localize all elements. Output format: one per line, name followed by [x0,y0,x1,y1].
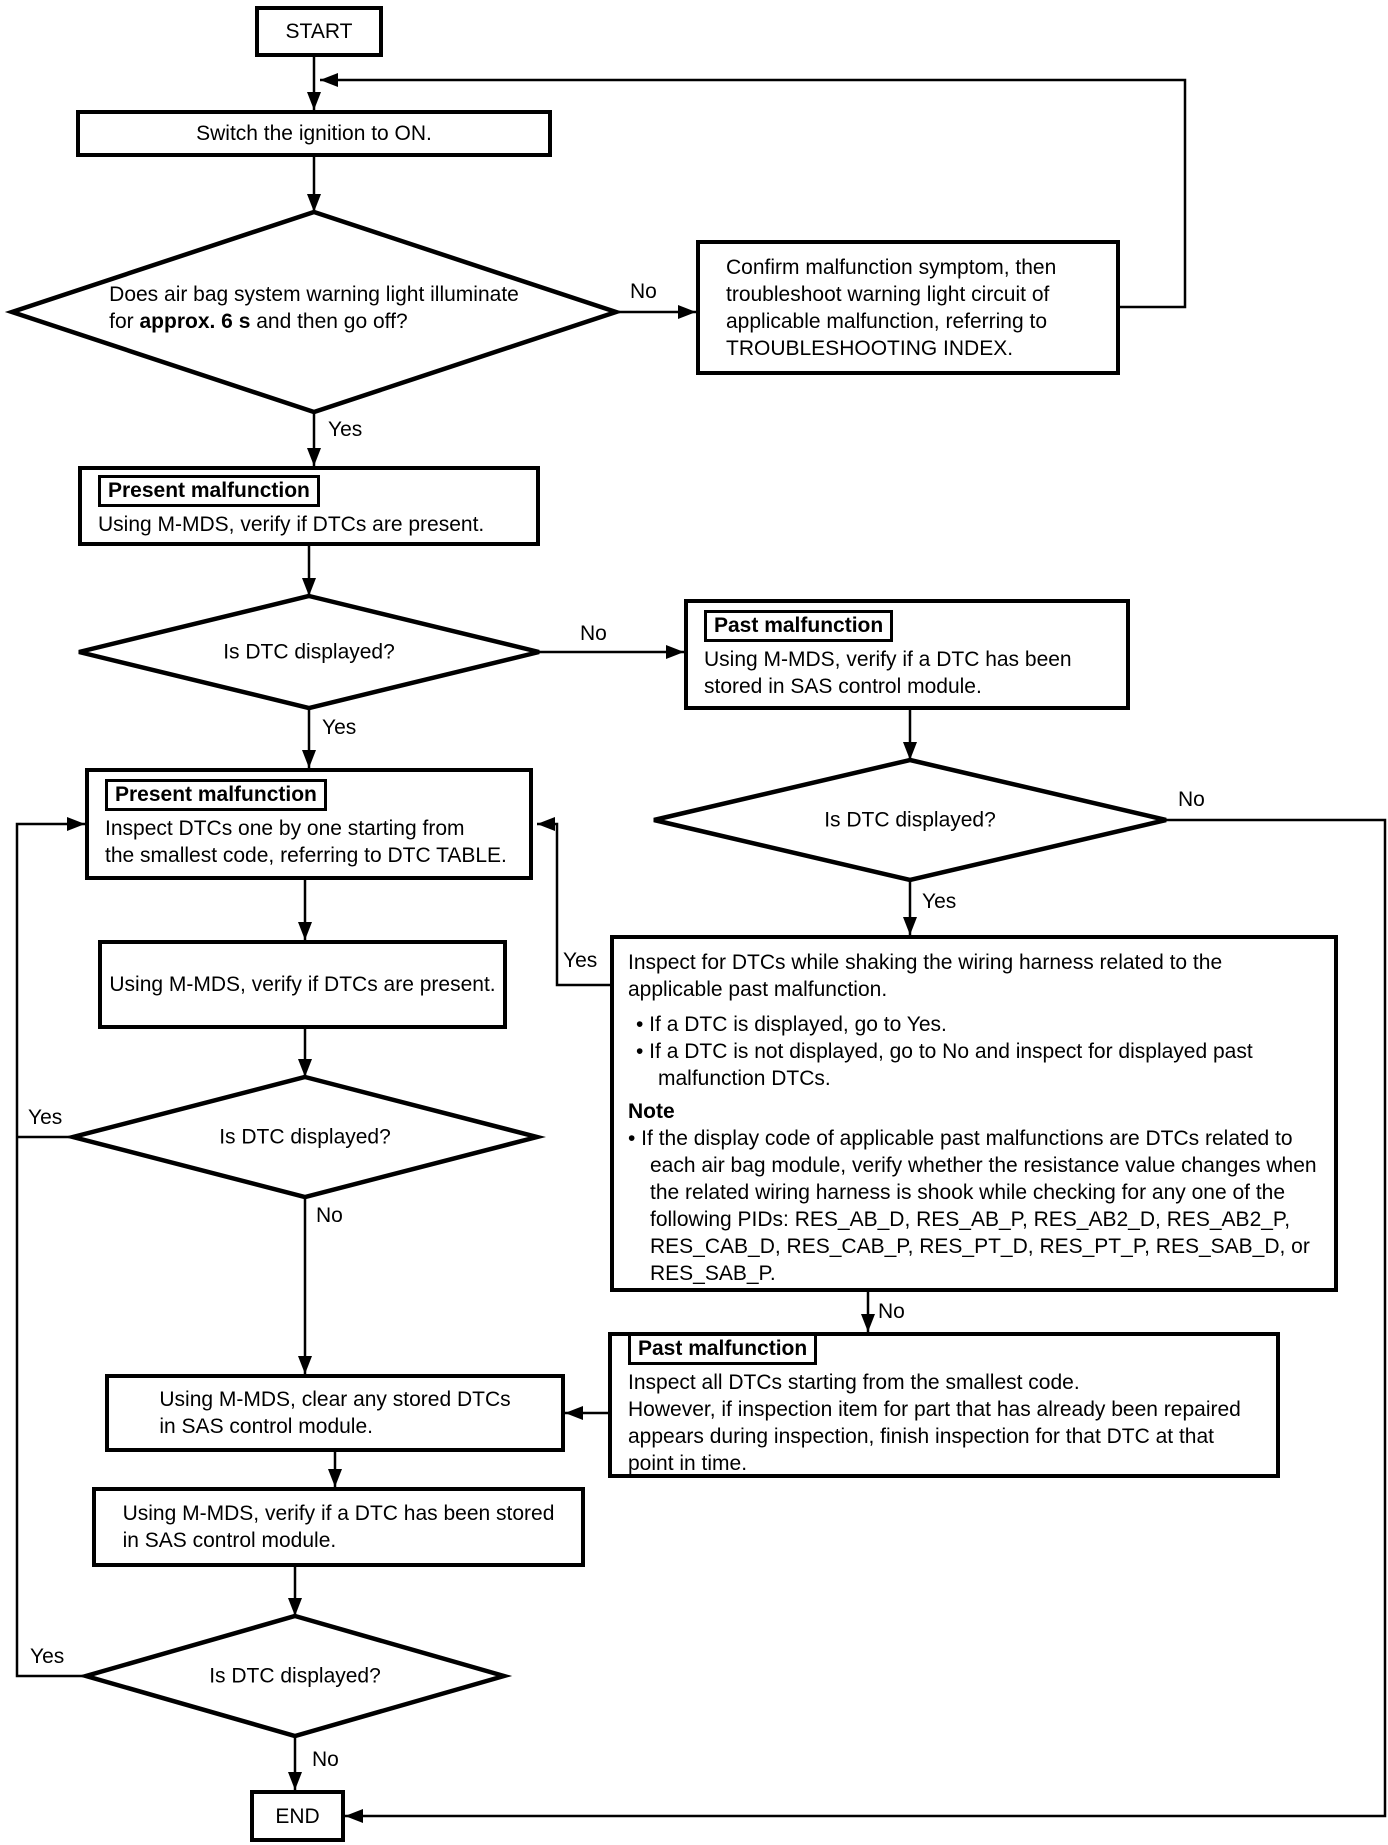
past2-line: Inspect all DTCs starting from the small… [628,1371,1080,1394]
note-line: RES_SAB_P. [650,1262,776,1285]
confirm-line: TROUBLESHOOTING INDEX. [726,336,1014,360]
label-d3-no: No [1178,788,1205,811]
clear-line: Using M-MDS, clear any stored DTCs [159,1388,511,1411]
end-node: END [250,1790,345,1842]
d1-line2-bold: approx. 6 s [139,310,251,333]
shake-harness-inspect-box: Inspect for DTCs while shaking the wirin… [610,935,1338,1292]
decision-dtc-1-shape [78,593,540,711]
label-d1-yes: Yes [328,418,363,441]
verify-dtcs-step: Using M-MDS, verify if DTCs are present. [98,940,507,1029]
decision-dtc-mid-text: Is DTC displayed? [219,1125,391,1149]
decision-dtc-1-text: Is DTC displayed? [223,640,395,664]
ignition-step: Switch the ignition to ON. [76,110,552,157]
label-dmid-no: No [316,1204,343,1227]
ignition-label: Switch the ignition to ON. [196,122,432,145]
verify2-line: Using M-MDS, verify if a DTC has been st… [122,1502,555,1525]
past2-line: However, if inspection item for part tha… [628,1398,1241,1421]
decision-dtc-bottom-shape [77,1613,513,1739]
verify-stored-dtc-step: Using M-MDS, verify if a DTC has been st… [92,1487,585,1567]
label-inspectbox-no: No [878,1300,905,1323]
past2-line: point in time. [628,1452,748,1475]
label-d4-no: No [312,1748,339,1771]
present-malfunction-tag: Present malfunction [98,474,320,507]
inspect-para-line: applicable past malfunction. [628,978,888,1001]
verify-mid-label: Using M-MDS, verify if DTCs are present. [109,973,496,996]
decision-dtc-mid-shape [64,1074,546,1200]
edge-inspectbox-yes-to-present2 [537,817,610,987]
past-malfunction-tag: Past malfunction [628,1333,818,1365]
present2-line: the smallest code, referring to DTC TABL… [105,844,507,867]
note-line: • If the display code of applicable past… [628,1127,1293,1150]
confirm-symptom-step: Confirm malfunction symptom, then troubl… [696,240,1120,375]
label-d2-no: No [580,622,607,645]
past1-line: stored in SAS control module. [704,674,982,698]
present2-line: Inspect DTCs one by one starting from [105,817,465,840]
edge-d3-no-to-end [345,818,1387,1823]
note-line: RES_CAB_D, RES_CAB_P, RES_PT_D, RES_PT_P… [650,1235,1310,1258]
clear-dtcs-step: Using M-MDS, clear any stored DTCs in SA… [105,1374,565,1452]
present-malfunction-inspect-step: Present malfunction Inspect DTCs one by … [85,768,533,880]
confirm-line: Confirm malfunction symptom, then [726,255,1057,279]
present-malfunction-verify-step: Present malfunction Using M-MDS, verify … [78,466,540,546]
present-malfunction-tag: Present malfunction [105,779,327,811]
past1-line: Using M-MDS, verify if a DTC has been [704,647,1072,671]
start-node: START [255,6,383,57]
decision-dtc-bottom-text: Is DTC displayed? [209,1664,381,1688]
note-line: following PIDs: RES_AB_D, RES_AB_P, RES_… [650,1208,1291,1231]
confirm-line: applicable malfunction, referring to [726,309,1048,333]
note-line: the related wiring harness is shook whil… [650,1181,1286,1204]
label-d1-no: No [630,280,657,303]
note-line: each air bag module, verify whether the … [650,1154,1317,1177]
inspect-para-line: Inspect for DTCs while shaking the wirin… [628,951,1223,974]
confirm-line: troubleshoot warning light circuit of [726,282,1050,306]
past2-line: appears during inspection, finish inspec… [628,1425,1214,1448]
label-d4-yes: Yes [30,1645,65,1668]
edge-confirm-loop-top [320,73,1187,309]
start-label: START [285,20,353,43]
label-d2-yes: Yes [322,716,357,739]
present1-line: Using M-MDS, verify if DTCs are present. [98,512,485,536]
label-dmid-yes: Yes [28,1106,63,1129]
d1-line2-post: and then go off? [250,310,408,333]
note-title: Note [628,1100,675,1123]
inspect-bullet-cont: malfunction DTCs. [658,1067,831,1090]
past-malfunction-verify-step: Past malfunction Using M-MDS, verify if … [684,599,1130,710]
decision-warning-light-shape [4,209,624,415]
label-d3-yes: Yes [922,890,957,913]
label-inspectbox-yes: Yes [563,949,598,972]
past-malfunction-tag: Past malfunction [704,609,894,642]
verify2-line: in SAS control module. [122,1529,337,1552]
decision-dtc-right-shape [653,757,1167,883]
d1-line2-pre: for [109,310,140,333]
edge-d4-yes-loop-to-present2 [15,817,86,1678]
inspect-bullet: • If a DTC is displayed, go to Yes. [636,1013,947,1036]
decision-dtc-right-text: Is DTC displayed? [824,808,996,832]
decision-warning-light-text: Does air bag system warning light illumi… [109,281,519,335]
end-label: END [275,1804,320,1828]
d1-line1: Does air bag system warning light illumi… [109,283,519,306]
clear-line: in SAS control module. [159,1415,373,1438]
inspect-bullet: • If a DTC is not displayed, go to No an… [636,1040,1253,1063]
d1-line2: for approx. 6 s and then go off? [109,308,519,335]
past-malfunction-inspect-all-step: Past malfunction Inspect all DTCs starti… [608,1332,1280,1478]
